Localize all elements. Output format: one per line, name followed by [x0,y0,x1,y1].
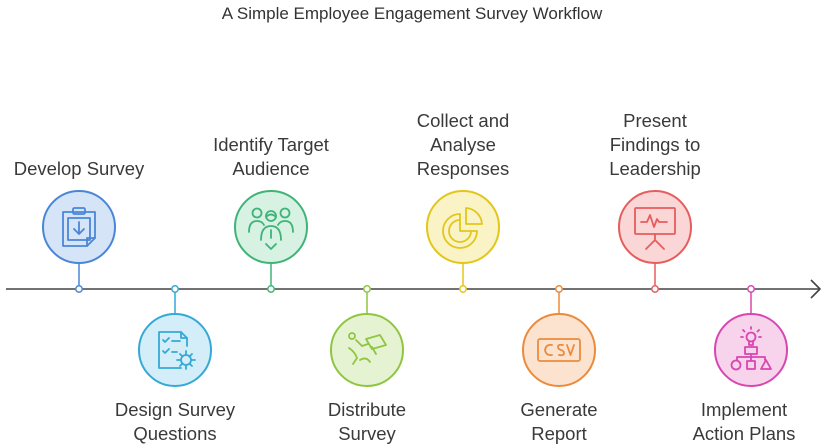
step-circle [426,190,500,264]
pie-chart-icon [442,207,483,249]
checklist-gear-icon [158,331,196,370]
diagram-title: A Simple Employee Engagement Survey Work… [221,4,603,23]
timeline-dot [747,285,755,293]
step-label-identify-target-audience: Identify Target Audience [213,134,329,179]
step-circle [138,313,212,387]
step-distribute-survey [330,285,404,387]
hand-send-icon [348,332,387,365]
presentation-board-icon [634,207,676,250]
timeline-dot [363,285,371,293]
step-label-collect-analyse-responses: Collect and Analyse Responses [416,110,510,179]
timeline-dot [651,285,659,293]
step-label-implement-action-plans: Implement Action Plans [692,399,796,444]
step-circle [714,313,788,387]
step-label-distribute-survey: Distribute Survey [327,399,407,444]
step-circle [330,313,404,387]
step-circle [618,190,692,264]
timeline-dot [75,285,83,293]
clipboard-download-icon [62,207,96,247]
step-design-survey-questions [138,285,212,387]
step-circle [234,190,308,264]
timeline-arrowhead [810,279,821,299]
step-develop-survey [42,190,116,293]
step-generate-report [522,285,596,387]
step-collect-analyse-responses [426,190,500,293]
step-implement-action-plans [714,285,788,387]
timeline-dot [459,285,467,293]
step-present-findings [618,190,692,293]
step-identify-target-audience [234,190,308,293]
timeline-dot [555,285,563,293]
step-label-develop-survey: Develop Survey [13,158,145,179]
idea-shapes-icon [730,326,772,371]
csv-file-icon [537,338,581,362]
audience-group-icon [248,207,294,250]
timeline-dot [267,285,275,293]
step-label-present-findings: Present Findings to Leadership [609,110,701,179]
step-label-design-survey-questions: Design Survey Questions [114,399,236,444]
timeline-dot [171,285,179,293]
step-label-generate-report: Generate Report [520,399,598,444]
